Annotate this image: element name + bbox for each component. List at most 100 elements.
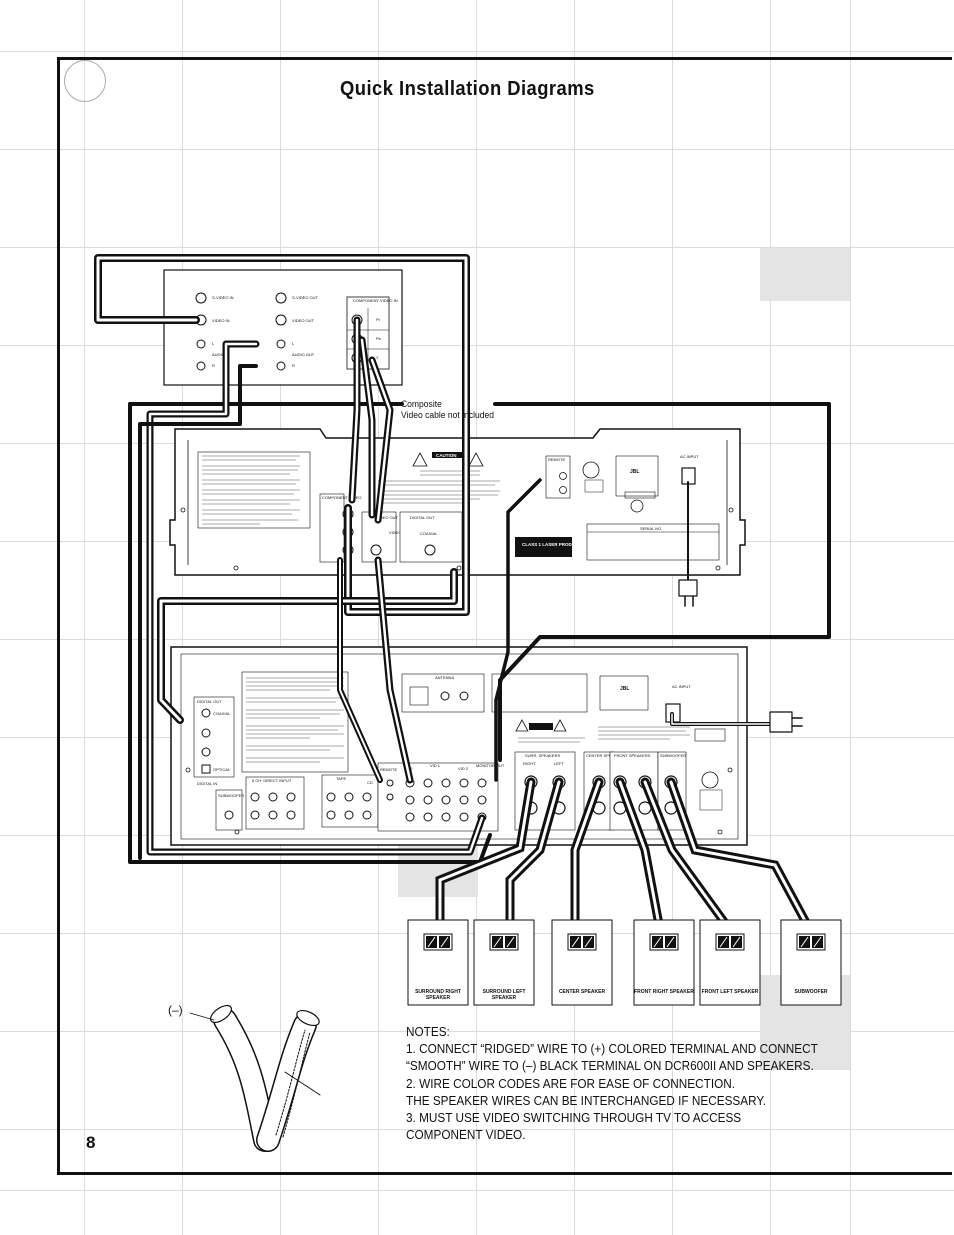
grid-line xyxy=(84,0,85,1235)
speaker-label-center: CENTER SPEAKER xyxy=(558,989,606,995)
tv-r-out-label: R xyxy=(292,363,295,368)
speaker-label-surround-right: SURROUND RIGHT SPEAKER xyxy=(415,989,461,1001)
grid-line xyxy=(770,0,771,1235)
antenna-label: ANTENNA xyxy=(435,675,454,680)
dvd-remote-out-jack[interactable] xyxy=(559,486,567,494)
dvd-component-label: COMPONENT VIDEO xyxy=(322,495,362,500)
receiver-power-plug xyxy=(769,711,793,733)
antenna-fm-jack[interactable] xyxy=(459,691,469,701)
receiver-digital-in-label: DIGITAL IN xyxy=(197,781,217,786)
receiver-coax2-jack[interactable] xyxy=(201,747,211,757)
receiver-digital-out-jack[interactable] xyxy=(201,708,211,718)
dvd-panel: CAUTION REMOTE JBL AC INPUT CLASS 1 LASE… xyxy=(169,428,746,576)
tv-svideo-out-label: S-VIDEO OUT xyxy=(292,295,319,300)
tv-svideo-in-jack[interactable] xyxy=(195,292,207,304)
grid-line xyxy=(0,1190,954,1191)
grid-line xyxy=(0,1129,954,1130)
dvd-ground-icon xyxy=(630,499,644,513)
receiver-surr-label: SURR. SPEAKERS xyxy=(525,753,560,758)
receiver-6ch-label: 6 CH. DIRECT INPUT xyxy=(252,778,292,783)
registration-mark xyxy=(64,60,106,102)
grid-line xyxy=(182,0,183,1235)
tv-audio-out-label: AUDIO OUT xyxy=(292,352,315,357)
grid-line xyxy=(574,0,575,1235)
speaker-label-front-left: FRONT LEFT SPEAKER xyxy=(701,989,759,995)
dvd-brand-label: JBL xyxy=(630,469,639,475)
speaker-label-surround-left: SURROUND LEFT SPEAKER xyxy=(482,989,526,1001)
receiver-vid2-label: VID 2 xyxy=(458,766,469,771)
notes-block: NOTES: 1. CONNECT “RIDGED” WIRE TO (+) C… xyxy=(406,1023,818,1143)
shade-block xyxy=(760,248,850,301)
receiver-coax1-jack[interactable] xyxy=(201,728,211,738)
grid-line xyxy=(850,0,851,1235)
dvd-coaxial-jack[interactable] xyxy=(424,544,436,556)
notes-line: “SMOOTH” WIRE TO (–) BLACK TERMINAL ON D… xyxy=(406,1058,814,1074)
dvd-video-out-label: VIDEO OUT xyxy=(376,515,399,520)
dvd-remote-in-jack[interactable] xyxy=(559,472,567,480)
tv-video-out-jack[interactable] xyxy=(275,314,287,326)
tv-svideo-out-jack[interactable] xyxy=(275,292,287,304)
tv-l-label: L xyxy=(212,341,215,346)
cables xyxy=(94,254,831,864)
dvd-digital-out-label: DIGITAL OUT xyxy=(410,515,435,520)
tv-audio-in-r-jack[interactable] xyxy=(196,361,206,371)
antenna-am-jack[interactable] xyxy=(440,691,450,701)
tv-component-label: COMPONENT VIDEO IN xyxy=(353,298,398,303)
tv-svideo-in-label: S-VIDEO IN xyxy=(212,295,234,300)
receiver-vid1-label: VID 1 xyxy=(430,763,441,768)
tv-r-label: R xyxy=(212,363,215,368)
receiver-surr-right-label: RIGHT xyxy=(523,761,536,766)
receiver-monitor-label: MONITOR OUT xyxy=(476,763,505,768)
dvd-remote-label: REMOTE xyxy=(548,457,565,462)
receiver-ul-icon xyxy=(701,771,719,789)
receiver-front-label: FRONT SPEAKERS xyxy=(614,753,651,758)
tv-pr-label: Pr xyxy=(376,317,381,322)
grid-line xyxy=(0,345,954,346)
receiver-brand-label: JBL xyxy=(620,686,629,692)
receiver-tape-label: TAPE xyxy=(336,776,346,781)
notes-line: 1. CONNECT “RIDGED” WIRE TO (+) COLORED … xyxy=(406,1041,818,1057)
grid-line xyxy=(672,0,673,1235)
receiver-remote-label: REMOTE xyxy=(380,767,397,772)
notes-line: 2. WIRE COLOR CODES ARE FOR EASE OF CONN… xyxy=(406,1075,736,1091)
dvd-class1-label: CLASS 1 LASER PRODUCT xyxy=(522,542,581,547)
grid-line xyxy=(280,0,281,1235)
grid-line xyxy=(0,149,954,150)
receiver-center-label: CENTER SPKR xyxy=(586,753,615,758)
dvd-video-jack[interactable] xyxy=(370,544,382,556)
dvd-coaxial-label: COAXIAL xyxy=(420,531,438,536)
speaker-wires xyxy=(435,777,815,935)
grid-line xyxy=(378,0,379,1235)
speaker-label-subwoofer: SUBWOOFER xyxy=(794,989,828,995)
grid-line xyxy=(476,0,477,1235)
dvd-video-label: VIDEO xyxy=(389,530,401,535)
page-number: 8 xyxy=(86,1133,96,1152)
receiver-optical-jack[interactable] xyxy=(201,764,211,774)
receiver-cd-label: CD xyxy=(367,780,373,785)
notes-line: THE SPEAKER WIRES CAN BE INTERCHANGED IF… xyxy=(406,1092,767,1108)
grid-line xyxy=(0,639,954,640)
dvd-caution-label: CAUTION xyxy=(436,453,457,458)
grid-line xyxy=(0,1031,954,1032)
annotation-line: Video cable not included xyxy=(401,410,495,421)
annotation-line: Composite xyxy=(401,399,442,410)
grid-line xyxy=(0,247,954,248)
tv-y-label: Y xyxy=(376,355,379,360)
receiver-sub-in-label: SUBWOOFER xyxy=(218,793,244,798)
speaker-label-front-right: FRONT RIGHT SPEAKER xyxy=(634,989,694,995)
dvd-power-plug xyxy=(678,579,698,597)
receiver-ac-input-label: AC INPUT xyxy=(672,684,691,689)
tv-audio-in-l-jack[interactable] xyxy=(196,339,206,349)
receiver-surr-left-label: LEFT xyxy=(554,761,564,766)
dvd-serial-label: SERIAL NO. xyxy=(640,526,662,531)
grid-line xyxy=(0,51,954,52)
receiver-sub-in-jack[interactable] xyxy=(224,810,234,820)
notes-heading: NOTES: xyxy=(406,1024,450,1039)
notes-line: COMPONENT VIDEO. xyxy=(406,1127,526,1143)
tv-audio-in-label: AUDIO IN xyxy=(212,352,230,357)
tv-audio-out-l-jack[interactable] xyxy=(276,339,286,349)
minus-wire-label: (–) xyxy=(168,1003,183,1017)
page-frame xyxy=(57,57,952,1175)
tv-audio-out-r-jack[interactable] xyxy=(276,361,286,371)
